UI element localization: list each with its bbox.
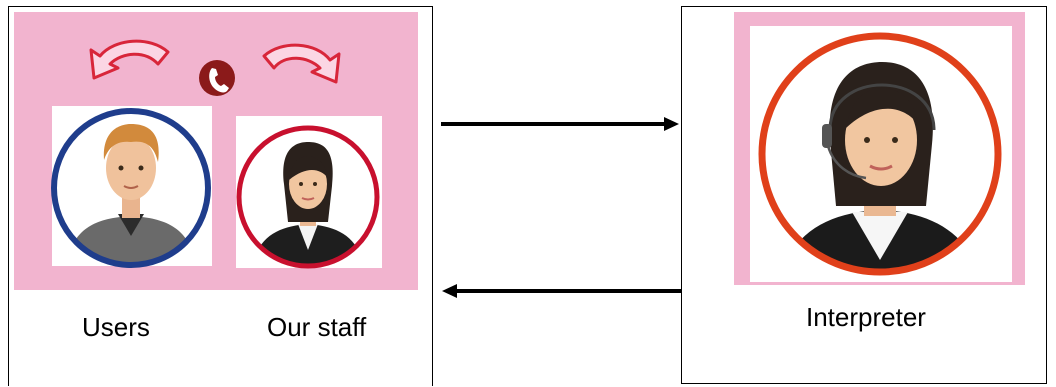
interpreter-label: Interpreter: [806, 302, 926, 332]
curved-arrow-left-icon: [89, 39, 170, 80]
arrow-to-interpreter: [441, 117, 679, 131]
curved-arrow-right-icon: [262, 43, 341, 84]
users-label: Users: [82, 312, 150, 342]
users-portrait: [51, 106, 212, 268]
staff-portrait: [236, 116, 382, 269]
interpreter-portrait: [750, 26, 1012, 282]
phone-icon: [199, 60, 235, 96]
arrow-to-users: [442, 284, 681, 298]
staff-label: Our staff: [267, 312, 367, 342]
